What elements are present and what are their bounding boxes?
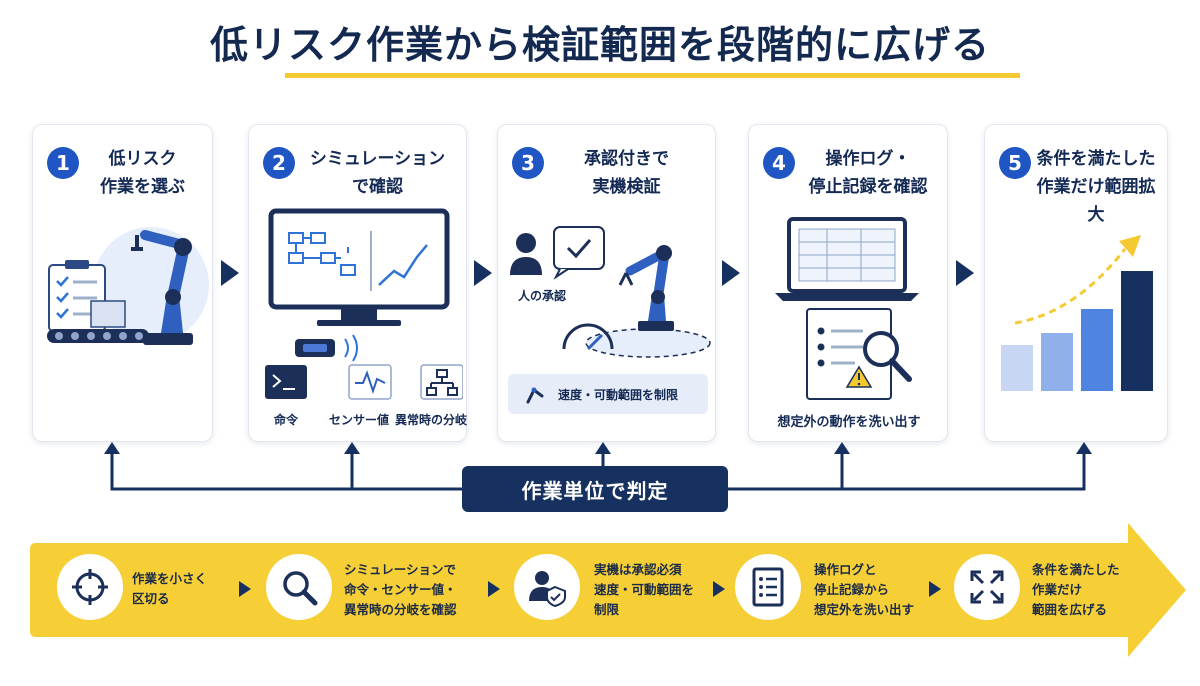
chevron-right-icon — [956, 260, 974, 286]
chevron-right-icon — [474, 260, 492, 286]
summary-banner-arrow — [30, 523, 1186, 657]
banner-step-1-icon-circle — [57, 554, 123, 620]
step-title-2: シミュレーション で確認 — [309, 149, 446, 197]
chevron-right-icon — [929, 581, 941, 597]
step-title-5: 条件を満たした 作業だけ範囲拡大 — [1036, 149, 1156, 225]
laptop-log-icon — [775, 217, 919, 400]
step-card-1: 1 低リスク 作業を選ぶ — [32, 124, 213, 442]
step-card-5: 5 条件を満たした 作業だけ範囲拡大 — [984, 124, 1168, 442]
step-number-3: 3 — [512, 147, 544, 179]
step-number-1: 1 — [47, 147, 79, 179]
banner-step-3-icon-circle — [514, 554, 580, 620]
growth-bar-chart-icon — [1001, 235, 1153, 391]
decision-label: 作業単位で判定 — [462, 466, 728, 512]
banner-step-4-text: 操作ログと 停止記録から 想定外を洗い出す — [814, 562, 915, 617]
label-sensor-value: センサー値 — [328, 413, 389, 427]
monitor-simulation-icon — [268, 208, 450, 362]
banner-step-3-text: 実機は承認必須 速度・可動範囲を 制限 — [594, 562, 695, 617]
step-title-4: 操作ログ・ 停止記録を確認 — [808, 149, 928, 197]
checklist-icon — [752, 567, 784, 607]
chevron-right-icon — [722, 260, 740, 286]
chevron-right-icon — [713, 581, 725, 597]
step-number-2: 2 — [263, 147, 295, 179]
robot-arm-small-icon — [526, 387, 544, 404]
step-title-1: 低リスク 作業を選ぶ — [100, 149, 185, 197]
step-card-4: 4 操作ログ・ 停止記録を確認 想定外の動作を洗い出す — [748, 124, 948, 442]
label-find-unexpected: 想定外の動作を洗い出す — [777, 415, 921, 430]
banner-step-2-text: シミュレーションで 命令・センサー値・ 異常時の分岐を確認 — [344, 562, 457, 617]
step-card-2: 2 シミュレーション で確認 命令 センサー値 異常時の分岐 — [248, 124, 467, 442]
banner-step-1-text: 作業を小さく 区切る — [132, 571, 208, 606]
chevron-right-icon — [221, 260, 239, 286]
step-title-3: 承認付きで 実機検証 — [584, 149, 669, 197]
step-number-5: 5 — [999, 147, 1031, 179]
speed-range-limit-panel: 速度・可動範囲を制限 — [508, 374, 708, 414]
magnifier-icon — [283, 571, 318, 606]
command-terminal-icon — [265, 364, 463, 400]
chevron-right-icon — [239, 581, 251, 597]
banner-step-5-text: 条件を満たした 作業だけ 範囲を広げる — [1032, 562, 1120, 617]
banner-step-5-icon-circle — [954, 554, 1020, 620]
robot-arm-checklist-icon — [47, 227, 209, 345]
user-shield-icon — [529, 571, 566, 607]
label-command: 命令 — [273, 413, 298, 427]
step-number-4: 4 — [763, 147, 795, 179]
label-speed-range-limit: 速度・可動範囲を制限 — [558, 387, 679, 402]
expand-arrows-icon — [970, 570, 1004, 604]
label-human-approval: 人の承認 — [517, 289, 566, 303]
chevron-right-icon — [488, 581, 500, 597]
target-icon — [72, 569, 108, 605]
page-title: 低リスク作業から検証範囲を段階的に広げる — [209, 23, 990, 67]
banner-step-4-icon-circle — [735, 554, 801, 620]
banner-step-2-icon-circle — [266, 554, 332, 620]
label-abnormal-branch: 異常時の分岐 — [394, 413, 467, 427]
title-underline — [285, 73, 1020, 78]
robot-arm-approval-icon — [510, 226, 711, 358]
